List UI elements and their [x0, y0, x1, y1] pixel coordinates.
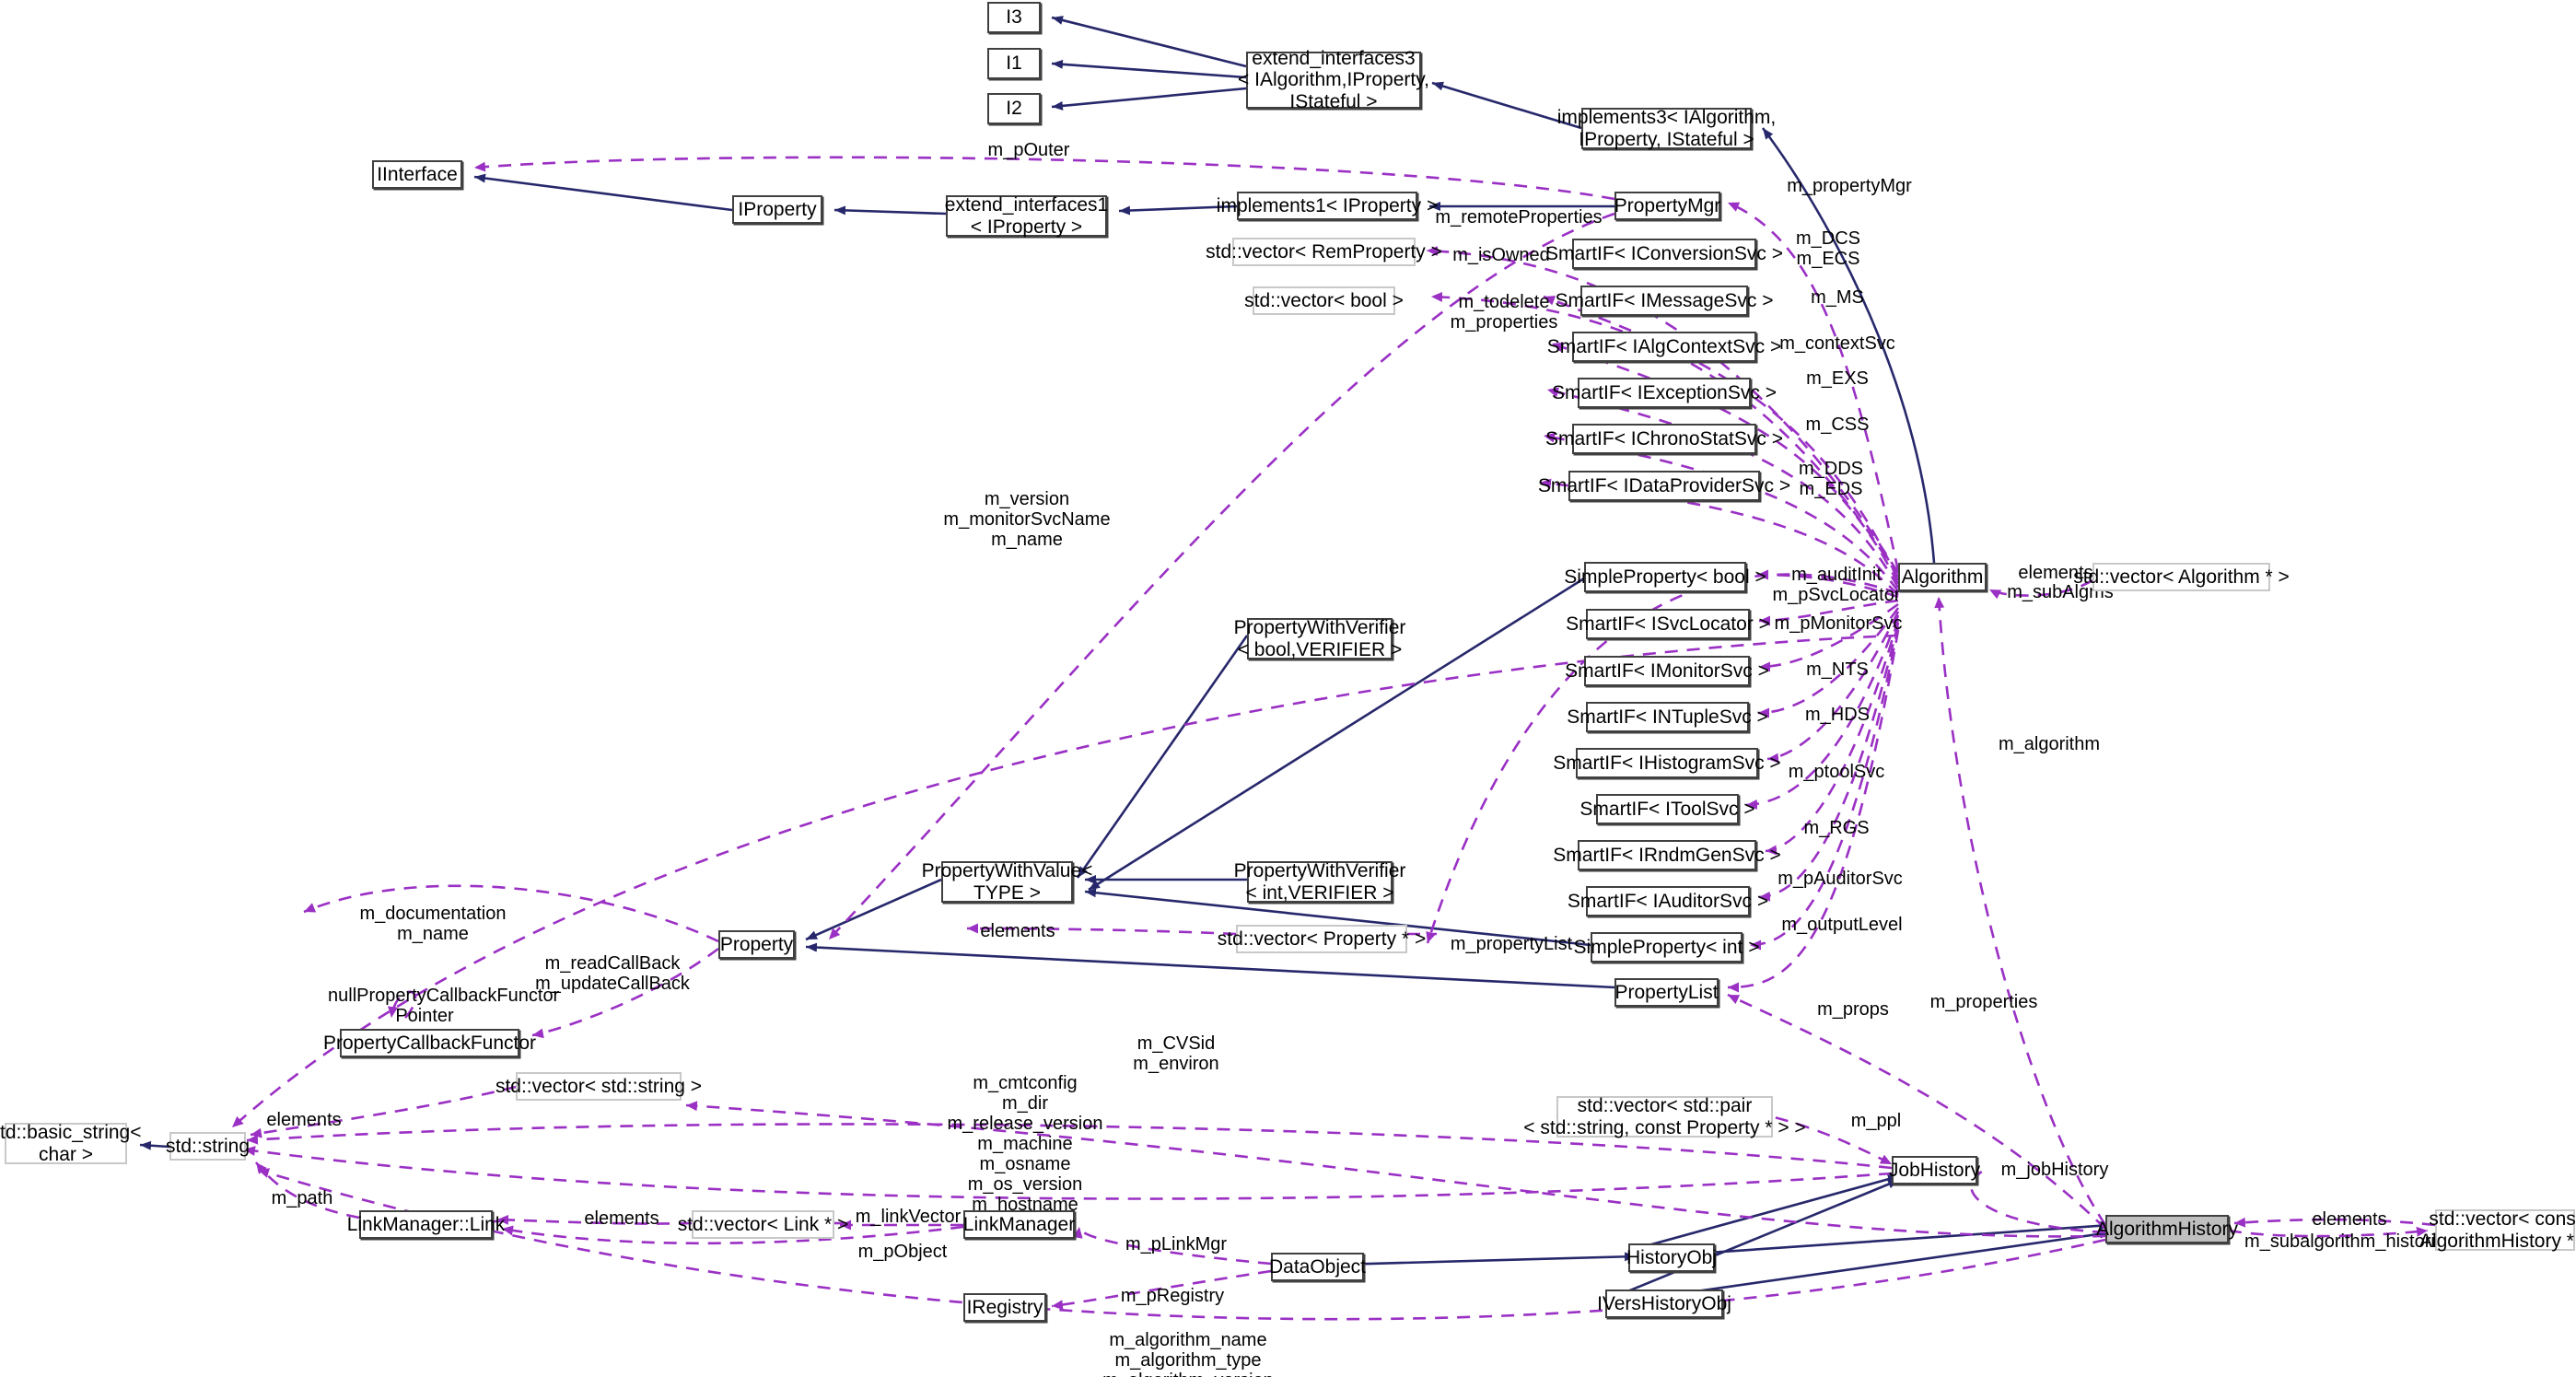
class-node-PropertyList[interactable]: PropertyList: [1614, 978, 1719, 1007]
class-node-SmartIFExc[interactable]: SmartIF< IExceptionSvc >: [1552, 378, 1777, 408]
edge-label-m_propertyMgr: m_propertyMgr: [1787, 176, 1912, 196]
class-node-SmartIFAlgCtx[interactable]: SmartIF< IAlgContextSvc >: [1547, 332, 1781, 362]
edge-label-m_cmtconfig: m_cmtconfig m_dir m_release_version m_ma…: [947, 1073, 1103, 1215]
edge-label-m_jobHistory: m_jobHistory: [2000, 1160, 2109, 1180]
class-node-stdString[interactable]: std::string: [166, 1132, 250, 1161]
edge-label-m_documentation: m_documentation m_name: [359, 904, 507, 944]
class-node-IProperty[interactable]: IProperty: [732, 195, 822, 224]
edge-label-m_EXS: m_EXS: [1806, 368, 1869, 389]
class-node-impl3[interactable]: implements3< IAlgorithm, IProperty, ISta…: [1556, 106, 1777, 150]
edge-label-m_CVSid: m_CVSid m_environ: [1133, 1033, 1219, 1074]
class-node-PropCallback[interactable]: PropertyCallbackFunctor: [323, 1029, 536, 1057]
edge-label-m_properties: m_properties: [1929, 992, 2038, 1012]
edge-label-m_contextSvc: m_contextSvc: [1779, 333, 1895, 354]
edge-label-m_DDS_m_EDS: m_DDS m_EDS: [1798, 459, 1863, 499]
class-node-extif1[interactable]: extend_interfaces1 < IProperty >: [944, 193, 1109, 238]
class-node-PropWithValue[interactable]: PropertyWithValue< TYPE >: [921, 859, 1093, 904]
class-node-vecAlgPtr[interactable]: std::vector< Algorithm * >: [2073, 563, 2290, 591]
edge-label-m_todelete: m_todelete m_properties: [1450, 292, 1558, 333]
class-node-SmartIFConv[interactable]: SmartIF< IConversionSvc >: [1545, 239, 1783, 269]
edge-label-m_MS: m_MS: [1811, 287, 1864, 308]
class-node-I2[interactable]: I2: [987, 93, 1041, 124]
edge-label-elements_algs: elements: [2018, 563, 2093, 583]
class-node-DataObject[interactable]: DataObject: [1269, 1253, 1366, 1281]
edge-label-m_outputLevel: m_outputLevel: [1781, 915, 1903, 935]
edge-label-elements_prop: elements: [980, 921, 1055, 941]
class-node-SmartIFData[interactable]: SmartIF< IDataProviderSvc >: [1538, 471, 1790, 501]
class-node-vecBool[interactable]: std::vector< bool >: [1244, 286, 1404, 315]
edge-label-m_pMonitorSvc: m_pMonitorSvc: [1774, 613, 1903, 634]
class-node-vecPairStrProp[interactable]: std::vector< std::pair < std::string, co…: [1523, 1094, 1806, 1138]
class-node-vecConstAlgHist[interactable]: std::vector< const AlgorithmHistory * >: [2419, 1208, 2576, 1252]
class-node-IRegistry[interactable]: IRegistry: [963, 1293, 1046, 1322]
class-node-SmartIFMsg[interactable]: SmartIF< IMessageSvc >: [1556, 286, 1773, 316]
class-node-SimplePropBool[interactable]: SimpleProperty< bool >: [1564, 562, 1766, 592]
class-node-SmartIFMon[interactable]: SmartIF< IMonitorSvc >: [1565, 656, 1769, 686]
class-node-I1[interactable]: I1: [987, 48, 1041, 79]
class-node-basicString[interactable]: std::basic_string< char >: [0, 1121, 142, 1165]
class-node-PropWithVerInt[interactable]: PropertyWithVerifier < int,VERIFIER >: [1233, 859, 1406, 904]
class-node-IVersHistoryObj[interactable]: IVersHistoryObj: [1597, 1289, 1731, 1318]
class-node-IInterface[interactable]: IInterface: [372, 160, 462, 189]
edge-label-m_NTS: m_NTS: [1806, 659, 1869, 680]
edge-label-m_HDS: m_HDS: [1804, 705, 1870, 725]
edge-label-m_remoteProperties: m_remoteProperties: [1435, 207, 1603, 228]
class-node-SmartIFNTuple[interactable]: SmartIF< INTupleSvc >: [1567, 702, 1768, 732]
edge-label-m_pRegistry: m_pRegistry: [1120, 1286, 1225, 1306]
class-node-SmartIFTool[interactable]: SmartIF< IToolSvc >: [1579, 794, 1755, 824]
edge-label-m_pLinkMgr: m_pLinkMgr: [1125, 1234, 1228, 1254]
edge-label-m_ptoolSvc: m_ptoolSvc: [1788, 762, 1885, 782]
edge-label-m_path: m_path: [271, 1188, 333, 1208]
class-node-extif3[interactable]: extend_interfaces3 < IAlgorithm,IPropert…: [1238, 47, 1429, 112]
class-node-JobHistory[interactable]: JobHistory: [1889, 1156, 1980, 1184]
edge-label-m_CSS: m_CSS: [1805, 414, 1870, 435]
class-node-Algorithm[interactable]: Algorithm: [1898, 563, 1987, 591]
class-node-PropertyMgr[interactable]: PropertyMgr: [1614, 192, 1720, 220]
class-node-vecStdString[interactable]: std::vector< std::string >: [495, 1072, 702, 1101]
edge-label-m_isOwned: m_isOwned: [1452, 245, 1550, 265]
class-node-SmartIFChrono[interactable]: SmartIF< IChronoStatSvc >: [1545, 424, 1783, 454]
class-node-LinkManager[interactable]: LinkManager: [963, 1210, 1075, 1239]
class-node-Property[interactable]: Property: [718, 930, 795, 959]
edge-label-m_propertyList: m_propertyList: [1450, 934, 1573, 954]
edge-label-elements_str: elements: [266, 1110, 342, 1130]
edge-label-m_pObject: m_pObject: [857, 1242, 948, 1262]
edge-label-m_pAuditorSvc: m_pAuditorSvc: [1778, 869, 1903, 889]
edge-label-m_algorithm: m_algorithm: [1998, 734, 2101, 754]
edge-label-m_RGS: m_RGS: [1803, 818, 1870, 838]
edge-label-m_linkVector: m_linkVector: [855, 1207, 962, 1227]
class-node-vecPropPtr[interactable]: std::vector< Property * >: [1218, 925, 1426, 953]
edge-label-m_pOuter: m_pOuter: [987, 140, 1070, 160]
class-node-SmartIFSvcLoc[interactable]: SmartIF< ISvcLocator >: [1566, 609, 1770, 639]
edge-label-elements_alghist: elements: [2312, 1209, 2387, 1230]
class-node-PropWithVerBool[interactable]: PropertyWithVerifier < bool,VERIFIER >: [1233, 616, 1406, 660]
edge-label-nullPropertyCb: nullPropertyCallbackFunctor Pointer: [328, 986, 560, 1026]
class-node-SimplePropInt[interactable]: SimpleProperty< int >: [1574, 932, 1759, 963]
class-node-vecLinkPtr[interactable]: std::vector< Link * >: [678, 1210, 848, 1239]
edge-label-m_algorithm_name: m_algorithm_name m_algorithm_type m_algo…: [1102, 1330, 1274, 1377]
class-node-impl1[interactable]: implements1< IProperty >: [1217, 192, 1438, 220]
class-node-AlgorithmHistory[interactable]: AlgorithmHistory: [2096, 1215, 2238, 1243]
class-node-SmartIFHisto[interactable]: SmartIF< IHistogramSvc >: [1553, 748, 1781, 778]
class-node-SmartIFAudit[interactable]: SmartIF< IAuditorSvc >: [1568, 886, 1768, 916]
edge-label-m_ppl: m_ppl: [1850, 1111, 1902, 1131]
edge-label-m_DCS_m_ECS: m_DCS m_ECS: [1795, 228, 1860, 269]
class-node-HistoryObj[interactable]: HistoryObj: [1626, 1243, 1717, 1272]
class-node-LinkManagerLink[interactable]: LinkManager::Link: [347, 1210, 505, 1239]
edge-label-m_version_name: m_version m_monitorSvcName m_name: [943, 489, 1111, 550]
class-node-I3[interactable]: I3: [987, 2, 1041, 33]
edge-label-elements_link: elements: [584, 1208, 659, 1229]
class-node-SmartIFRndm[interactable]: SmartIF< IRndmGenSvc >: [1553, 840, 1781, 870]
edge-label-m_props: m_props: [1817, 999, 1889, 1020]
class-node-vecRemProp[interactable]: std::vector< RemProperty >: [1206, 238, 1442, 266]
edge-label-m_auditInit: m_auditInit m_pSvcLocator: [1772, 565, 1901, 605]
